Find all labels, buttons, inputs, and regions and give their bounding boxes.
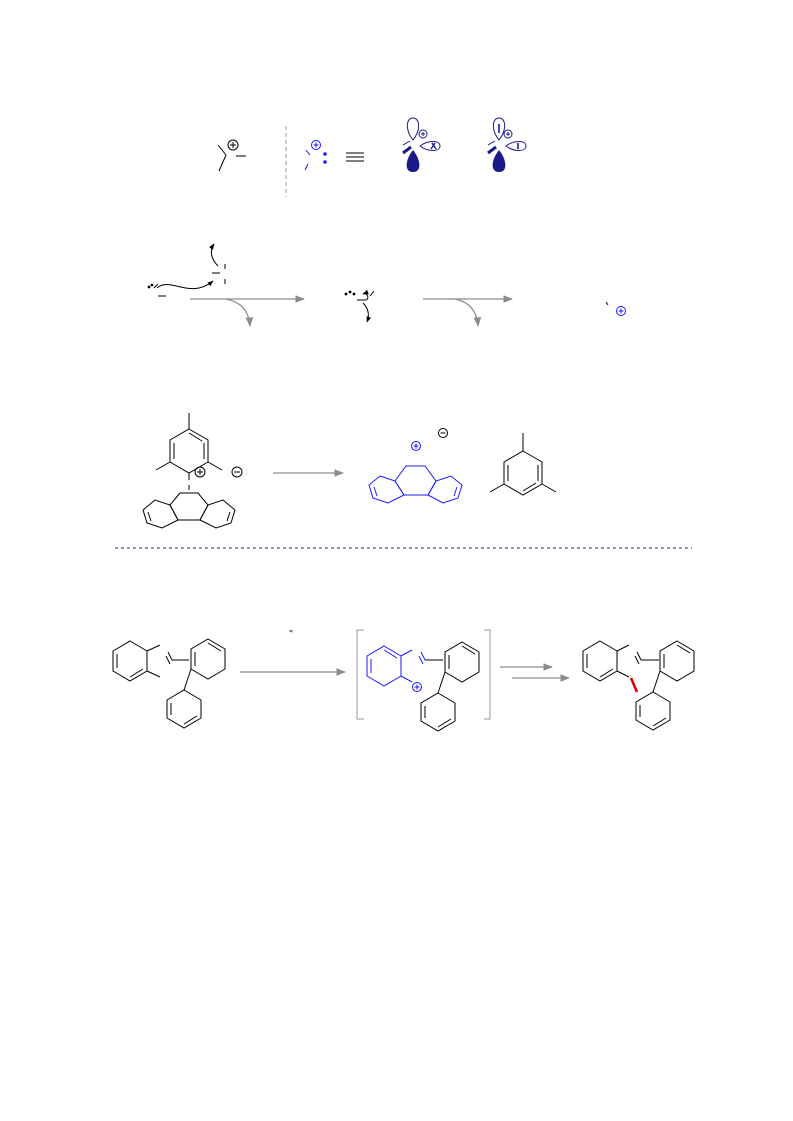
intermediate-fragment [344,289,375,323]
reaction-arrow-5 [500,663,570,682]
positive-charge-icon [616,306,626,316]
counterion [438,428,448,438]
positive-charge-icon [411,441,421,451]
orbital-diagram-triplet [487,117,527,172]
reaction-arrow-1 [190,295,305,327]
nucleophile-fragment [147,243,226,297]
carbocation-structure [217,139,246,172]
intermediate-brackets [356,629,491,720]
positive-charge-icon [503,129,513,139]
cyclized-product [582,640,695,731]
negative-charge-icon [231,466,243,478]
cationic-intermediate [366,641,480,732]
orbital-diagram-singlet [402,117,441,172]
blue-cation-structure [304,140,327,171]
positive-charge-icon [311,140,321,150]
mesitylene-product [489,433,557,496]
mesityl-iodonium-reagent [142,413,243,529]
reaction-arrow-2 [423,295,513,327]
cation-product-fragment [605,301,626,316]
positive-charge-icon [412,682,422,692]
equivalence-icon [346,152,364,162]
positive-charge-icon [418,129,428,139]
reagent-mark: " [289,629,293,640]
positive-charge-icon [194,466,206,478]
positive-charge-icon [227,139,239,151]
new-bond-highlight [629,677,639,693]
starting-material-biaryl [112,638,226,729]
carbazolyl-cation-product [368,441,463,504]
negative-charge-icon [438,428,448,438]
